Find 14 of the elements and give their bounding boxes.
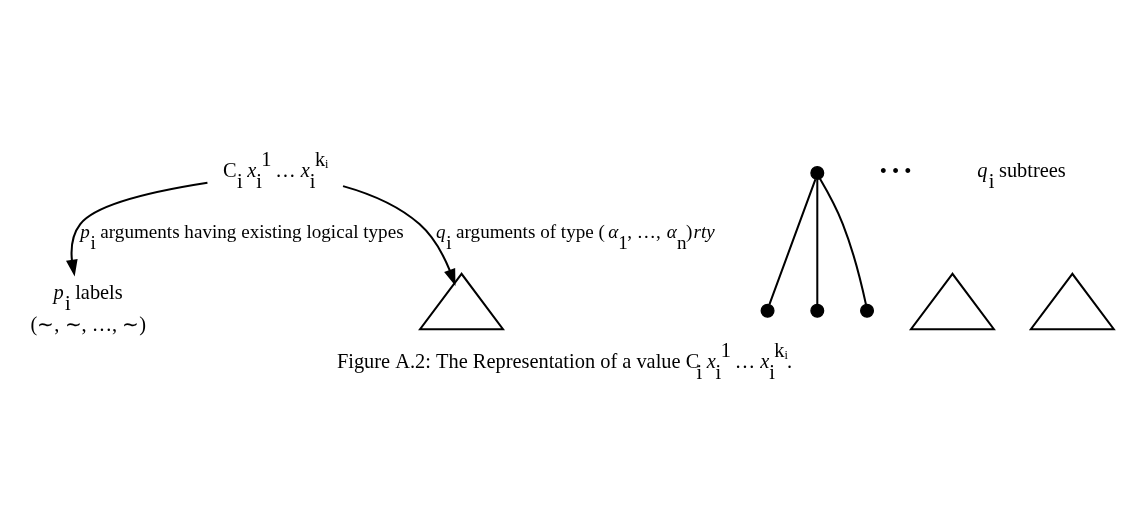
arrow <box>66 181 208 276</box>
node-circle <box>810 303 825 318</box>
arrow <box>342 184 456 286</box>
node-text: (∼, ∼, …, ∼) <box>30 312 147 335</box>
node-triangle <box>1028 271 1116 330</box>
node-triangle <box>909 271 996 330</box>
node-circle <box>810 165 825 180</box>
label: • • • <box>879 159 912 182</box>
node-circle <box>760 303 775 318</box>
connector <box>816 178 819 304</box>
connector <box>768 178 817 305</box>
connector <box>819 177 867 305</box>
node-circle <box>860 303 875 318</box>
node-triangle <box>418 271 505 330</box>
